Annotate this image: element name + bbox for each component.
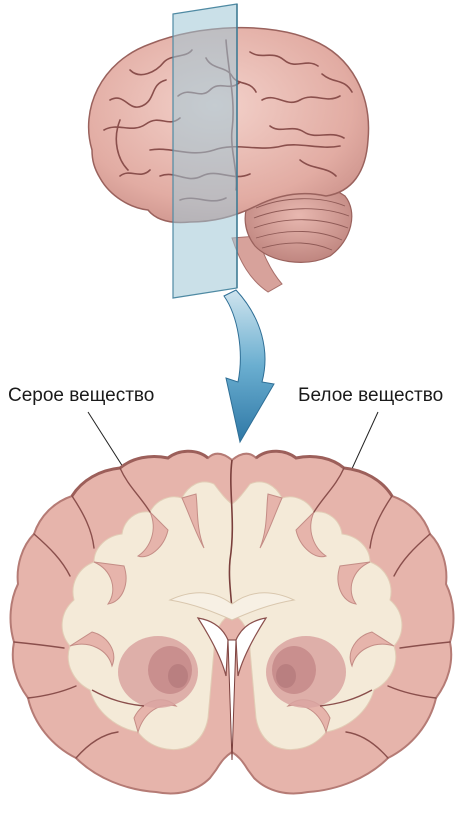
white-matter-label: Белое вещество: [298, 386, 443, 405]
coronal-section: [11, 451, 454, 793]
gray-matter-label: Серое вещество: [8, 386, 154, 405]
section-plane: [173, 4, 237, 298]
curved-arrow: [224, 290, 274, 442]
